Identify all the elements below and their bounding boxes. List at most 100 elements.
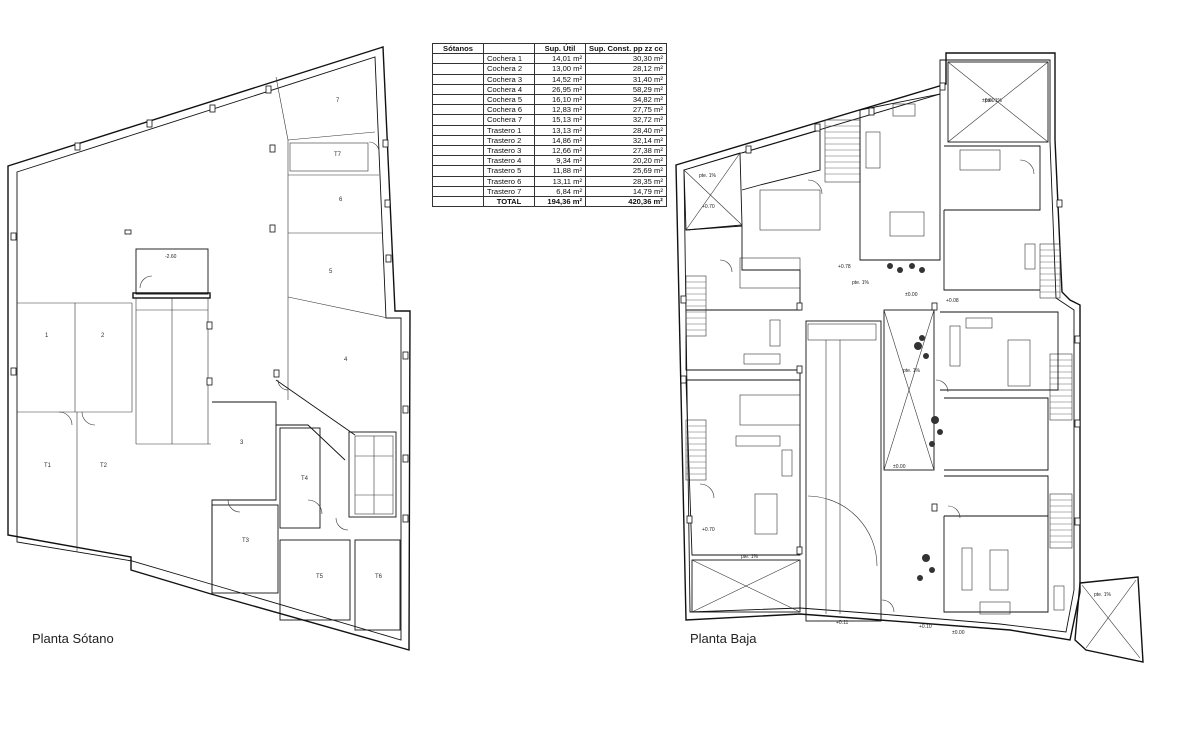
storage-label: T2	[100, 463, 108, 469]
table-cell-name: Cochera 6	[483, 104, 535, 116]
table-cell-const: 32,72 m²	[585, 114, 667, 126]
table-cell-const: 27,38 m²	[585, 145, 667, 157]
table-cell-empty	[432, 104, 484, 116]
slope-label: pte. 1%	[741, 554, 759, 560]
storage-label: T1	[44, 463, 52, 469]
table-cell-const: 28,35 m²	[585, 175, 667, 187]
storage-label: T7	[334, 152, 342, 158]
table-cell-empty	[432, 185, 484, 198]
table-cell-const: 58,29 m²	[585, 83, 667, 96]
table-cell-util: 16,10 m²	[534, 94, 586, 106]
table-cell-util: 6,84 m²	[534, 185, 586, 198]
slope-label: pte. 1%	[852, 280, 870, 286]
basement-plan: -2.60	[7, 46, 411, 651]
table-cell-util: 14,01 m²	[534, 53, 586, 65]
ground-plan-title: Planta Baja	[690, 631, 757, 646]
table-cell-util: 11,88 m²	[534, 165, 586, 177]
table-cell-const: 28,40 m²	[585, 124, 667, 136]
table-header-row: Sótanos Sup. Útil Sup. Const. pp zz cc	[432, 42, 667, 55]
table-header-cell: Sup. Const. pp zz cc	[585, 42, 667, 55]
level-mark: +0.70	[702, 204, 715, 210]
table-cell-util: 13,00 m²	[534, 63, 586, 75]
slope-label: pte. 1%	[985, 98, 1003, 104]
table-cell-const: 32,14 m²	[585, 134, 667, 147]
ground-floor-plan: pte. 1% pte. 1% pte. 1% pte. 1% pte. 1% …	[675, 52, 1144, 663]
table-cell-const: 20,20 m²	[585, 155, 667, 167]
table-cell-empty	[432, 53, 484, 65]
storage-label: T5	[316, 574, 324, 580]
table-cell-const: 28,12 m²	[585, 63, 667, 75]
level-mark: +0.10	[919, 624, 932, 630]
table-cell-name: Cochera 5	[483, 94, 535, 106]
table-header-cell: Sótanos	[432, 42, 484, 55]
stall-label: 5	[329, 269, 333, 275]
table-cell-name: Trastero 5	[483, 165, 535, 177]
stall-label: 1	[45, 333, 49, 339]
table-cell-name: Cochera 2	[483, 63, 535, 75]
table-cell-const: 14,79 m²	[585, 185, 667, 198]
table-cell-empty	[432, 83, 484, 96]
stall-label: 7	[336, 98, 340, 104]
table-cell-name: Trastero 6	[483, 175, 535, 187]
table-total-util: 194,36 m²	[534, 196, 586, 208]
storage-label: T3	[242, 538, 250, 544]
table-cell-empty	[432, 114, 484, 126]
table-cell-empty	[432, 165, 484, 177]
table-cell-const: 31,40 m²	[585, 73, 667, 85]
table-cell-name: Trastero 7	[483, 185, 535, 198]
table-cell-empty	[432, 155, 484, 167]
table-cell-util: 14,86 m²	[534, 134, 586, 147]
surface-table: Sótanos Sup. Útil Sup. Const. pp zz cc C…	[432, 42, 667, 208]
table-total-const: 420,36 m²	[585, 196, 667, 208]
level-mark: ±0.00	[982, 98, 995, 104]
table-cell-util: 14,52 m²	[534, 73, 586, 85]
garden-planting	[887, 263, 943, 581]
level-mark: +0.78	[838, 264, 851, 270]
table-cell-util: 26,95 m²	[534, 83, 586, 96]
table-cell-empty	[432, 73, 484, 85]
level-mark: ±0.00	[905, 292, 918, 298]
table-cell-empty	[432, 63, 484, 75]
stall-label: 6	[339, 197, 343, 203]
table-cell-name: Trastero 4	[483, 155, 535, 167]
stall-label: 4	[344, 357, 348, 363]
table-cell-util: 13,11 m²	[534, 175, 586, 187]
table-cell-name: Cochera 7	[483, 114, 535, 126]
storage-label: T4	[301, 476, 309, 482]
table-cell-util: 12,66 m²	[534, 145, 586, 157]
table-cell-util: 13,13 m²	[534, 124, 586, 136]
slope-label: pte. 1%	[903, 368, 921, 374]
table-cell-name: Trastero 2	[483, 134, 535, 147]
table-cell-util: 9,34 m²	[534, 155, 586, 167]
table-cell-const: 27,75 m²	[585, 104, 667, 116]
table-cell-name: Cochera 1	[483, 53, 535, 65]
table-cell-empty	[432, 134, 484, 147]
table-cell-empty	[432, 145, 484, 157]
basement-plan-title: Planta Sótano	[32, 631, 114, 646]
level-mark: +0.08	[946, 298, 959, 304]
table-cell-name: Cochera 3	[483, 73, 535, 85]
table-cell-const: 30,30 m²	[585, 53, 667, 65]
slope-label: pte. 1%	[699, 173, 717, 179]
stair-treads	[686, 125, 1072, 543]
table-cell-name: Trastero 1	[483, 124, 535, 136]
table-cell-name: Cochera 4	[483, 83, 535, 96]
table-cell-empty	[432, 94, 484, 106]
table-cell-empty	[432, 196, 484, 208]
